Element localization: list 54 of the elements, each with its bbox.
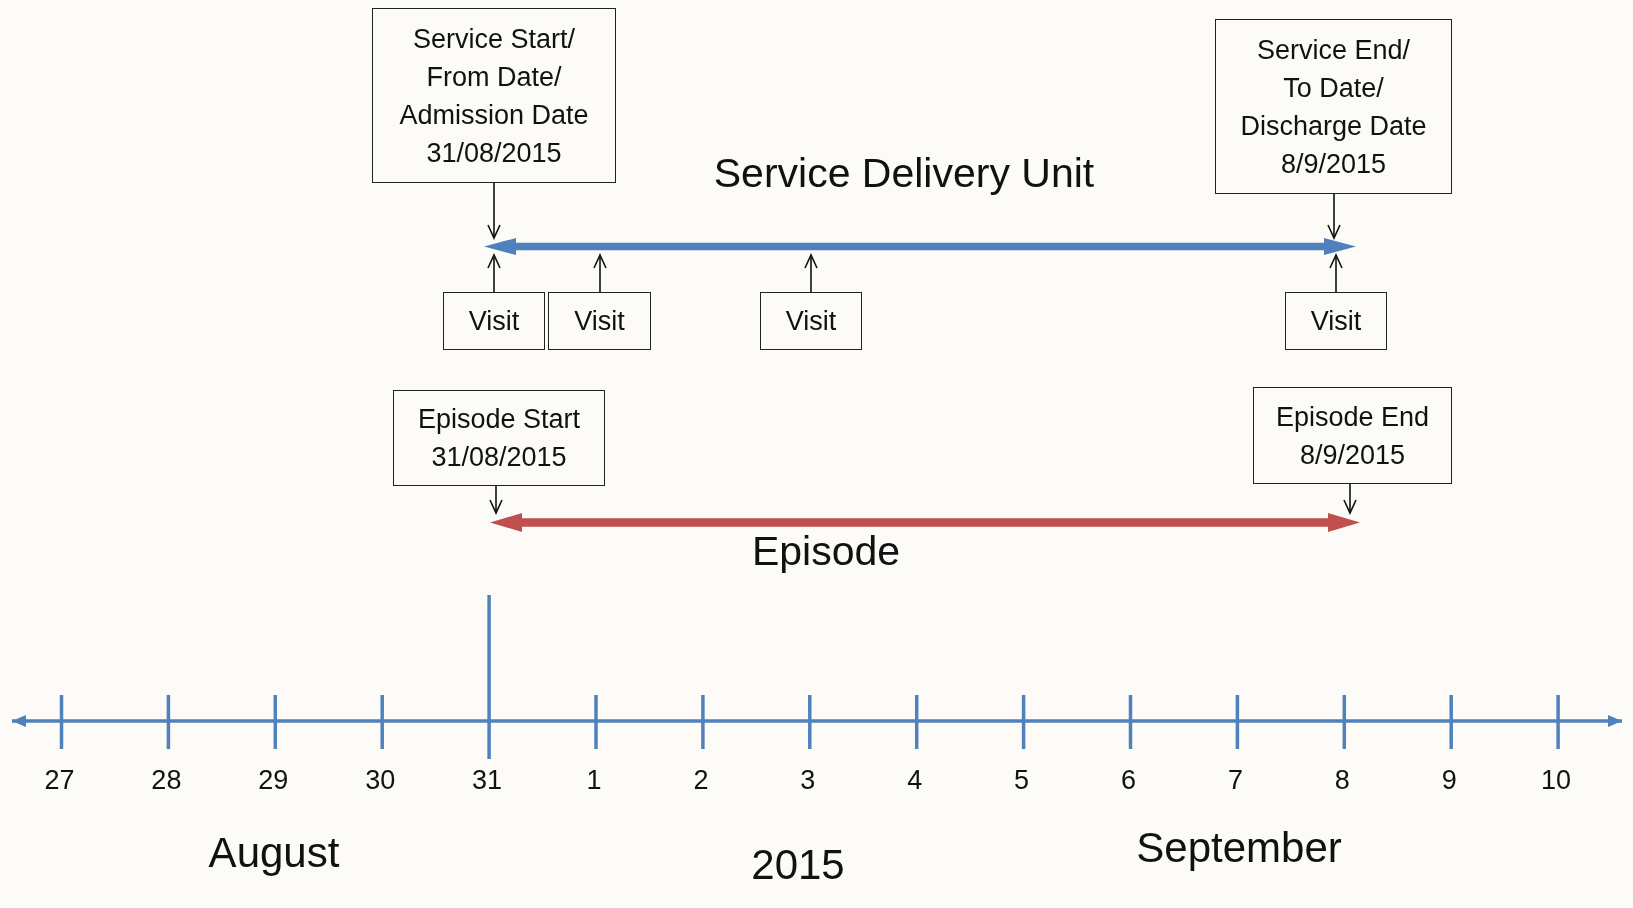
day-number: 4: [907, 764, 923, 796]
text-box: [372, 8, 616, 183]
day-number: 2: [693, 764, 709, 796]
double-arrow: [490, 513, 1360, 532]
box-text: To Date/: [1283, 71, 1384, 105]
arrow: [593, 254, 607, 293]
box-text: From Date/: [426, 60, 562, 94]
arrow: [1329, 254, 1343, 293]
box-text: Admission Date: [399, 98, 589, 132]
day-number: 31: [472, 764, 503, 796]
box-text: Visit: [1310, 305, 1362, 338]
box-text: Episode End: [1275, 400, 1430, 434]
text-box: [393, 390, 605, 486]
double-arrow: [484, 238, 1356, 255]
date-label: 2015: [751, 841, 845, 889]
day-number: 7: [1227, 764, 1243, 796]
day-number: 30: [365, 764, 396, 796]
day-number: 27: [44, 764, 75, 796]
box-text: Service Start/: [412, 22, 576, 56]
box-text: Visit: [785, 305, 837, 338]
box-text: Visit: [468, 305, 520, 338]
box-text: Episode Start: [417, 403, 581, 436]
box-text: 31/08/2015: [431, 441, 567, 474]
text-box: [443, 292, 545, 350]
day-number: 5: [1014, 764, 1030, 796]
day-number: 3: [800, 764, 816, 796]
day-number: 9: [1441, 764, 1457, 796]
day-number: 1: [586, 764, 602, 796]
box-text: Discharge Date: [1240, 109, 1427, 143]
arrow: [487, 254, 501, 293]
text-box: [760, 292, 862, 350]
arrow: [804, 254, 818, 293]
text-box: [548, 292, 651, 350]
day-number: 10: [1541, 764, 1572, 796]
date-label: September: [1136, 824, 1342, 872]
arrow: [1343, 483, 1357, 514]
day-number: 29: [258, 764, 289, 796]
day-number: 8: [1334, 764, 1350, 796]
arrow: [1327, 193, 1341, 239]
box-text: 8/9/2015: [1280, 147, 1387, 181]
day-number: 28: [151, 764, 182, 796]
date-label: August: [208, 829, 340, 877]
arrow: [489, 485, 503, 514]
box-text: Service End/: [1256, 33, 1411, 67]
bar-caption: Episode: [751, 528, 901, 575]
text-box: [1253, 387, 1452, 484]
box-text: 8/9/2015: [1299, 438, 1406, 472]
bar-caption: Service Delivery Unit: [713, 150, 1095, 197]
text-box: [1215, 19, 1452, 194]
text-box: [1285, 292, 1387, 350]
box-text: 31/08/2015: [426, 136, 562, 170]
day-number: 6: [1121, 764, 1136, 796]
arrow: [487, 182, 501, 239]
box-text: Visit: [574, 305, 625, 338]
